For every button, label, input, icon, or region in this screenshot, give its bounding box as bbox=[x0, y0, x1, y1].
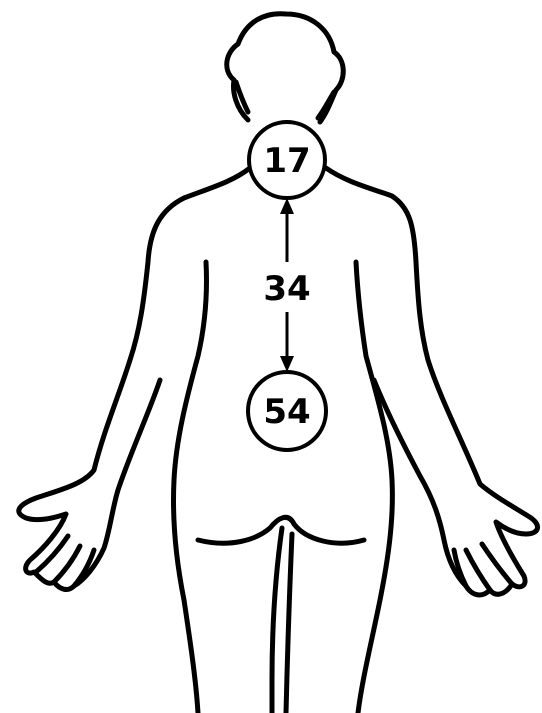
upper-marker-label: 17 bbox=[263, 141, 310, 181]
right-fingers bbox=[454, 544, 512, 590]
gluteal-cleft bbox=[272, 528, 282, 713]
right-inner-arm bbox=[356, 262, 392, 713]
distance-label: 34 bbox=[263, 269, 310, 309]
arrow-head-down bbox=[280, 356, 294, 372]
gluteal-cleft-right bbox=[286, 534, 292, 713]
left-body-outline bbox=[19, 168, 250, 589]
arrow-head-up bbox=[280, 198, 294, 214]
right-body-outline bbox=[326, 168, 538, 595]
lower-marker-label: 54 bbox=[263, 392, 310, 432]
left-inner-arm bbox=[173, 262, 206, 713]
